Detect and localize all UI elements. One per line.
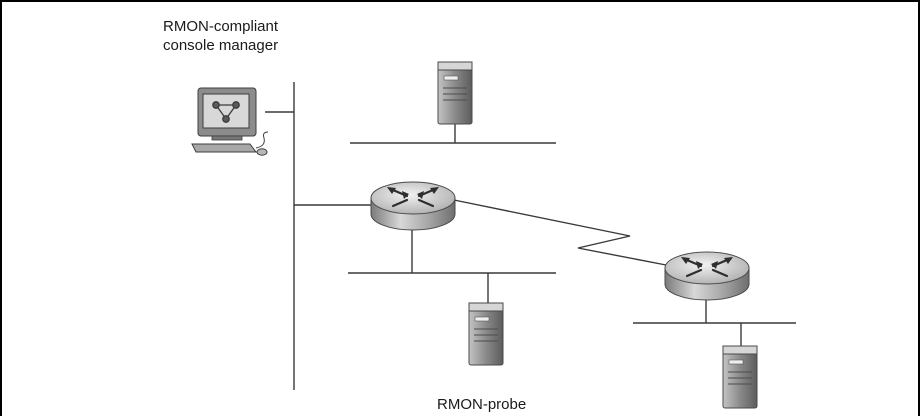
workstation-icon: [191, 87, 269, 156]
console-label-line1: RMON-compliant: [163, 18, 279, 35]
console-label-line2: console manager: [163, 37, 279, 54]
server-icon: [722, 345, 758, 409]
network-links: [265, 82, 796, 390]
server-icon: [437, 61, 473, 125]
console-manager-label: RMON-compliant console manager: [163, 17, 278, 55]
rmon-probe-label: RMON-probe: [437, 396, 527, 413]
router-icon: [369, 180, 457, 232]
router-icon: [663, 250, 751, 302]
serial-wan-link: [453, 199, 667, 266]
server-icon: [468, 302, 504, 366]
